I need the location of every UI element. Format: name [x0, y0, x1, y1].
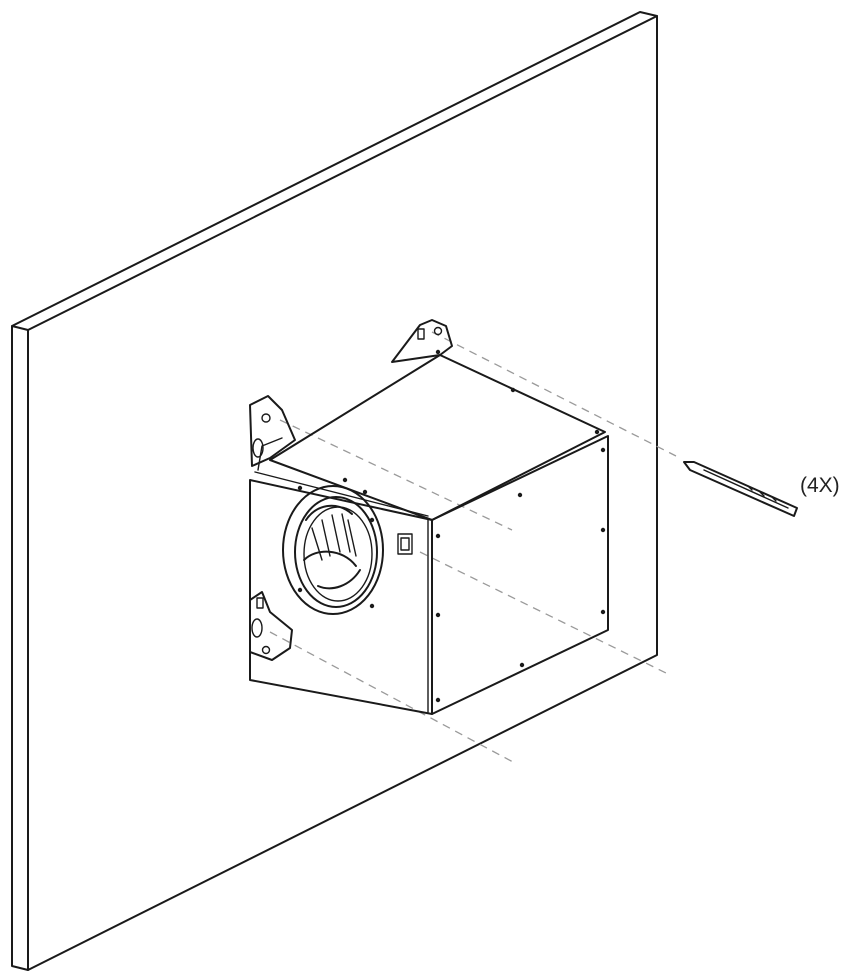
- mounting-screw: [683, 461, 798, 517]
- right-face-screws: [435, 447, 606, 703]
- bracket-lower-left: [249, 591, 293, 661]
- bracket-upper-left: [249, 395, 296, 467]
- front-face-screws: [297, 477, 375, 609]
- connector-port: [397, 533, 413, 555]
- top-face-screws: [435, 349, 600, 435]
- blower-housing: [249, 349, 609, 715]
- quantity-callout: (4X): [800, 474, 840, 497]
- screw-leader-lines: [269, 331, 677, 763]
- bracket-top: [391, 319, 453, 363]
- wall-panel: [11, 11, 658, 971]
- blower-inlet: [282, 485, 384, 615]
